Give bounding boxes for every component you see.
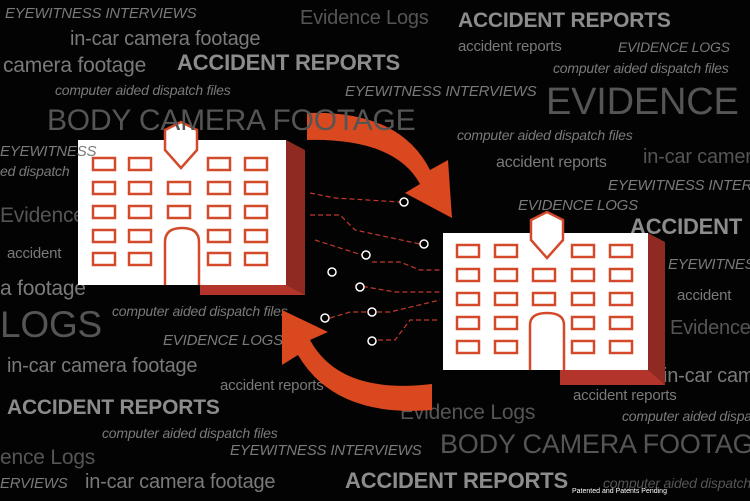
word: Evidence Logs (300, 7, 429, 29)
arrow-right-icon (307, 112, 452, 218)
word: in-car camera footage (7, 355, 198, 377)
right-building-icon (443, 210, 665, 385)
word: EVIDENCE LOGS (618, 39, 730, 55)
word: EYEWITNESS INTERVIEWS (230, 442, 422, 459)
word: ACCIDENT (630, 214, 743, 239)
word: EYEWITNESS INTERVIEWS (608, 177, 750, 194)
word: BODY CAMERA FOOTAGE (440, 429, 750, 459)
word: EYEWITNESS INTERVIEWS (345, 83, 537, 100)
word: ACCIDENT REPORTS (345, 468, 568, 493)
word: EVIDENCE (546, 81, 739, 123)
word: EVIDENCE LOGS (163, 332, 283, 349)
word: accident (677, 287, 732, 304)
word: computer aided dispatch files (553, 60, 729, 76)
word: Evidence Logs (400, 401, 536, 424)
word: EYEWITNESS (668, 256, 750, 273)
word: accident reports (573, 387, 677, 404)
word: in-car camera (663, 365, 750, 387)
data-node-icons (320, 197, 429, 346)
word: accident (7, 245, 62, 262)
word: ACCIDENT REPORTS (458, 9, 671, 32)
word: in-car camera footage (70, 28, 261, 50)
word: computer aided dispatch files (112, 303, 288, 319)
word: accident reports (496, 154, 607, 171)
word: EVIDENCE LOGS (518, 197, 638, 214)
arrow-left-icon (282, 310, 432, 411)
word: computer aided dispatch files (102, 425, 278, 441)
word: accident reports (458, 38, 562, 55)
word: ACCIDENT REPORTS (177, 50, 400, 75)
patent-notice: Patented and Patents Pending (572, 488, 667, 495)
word: ed dispatch (0, 163, 70, 179)
word: ACCIDENT REPORTS (7, 396, 220, 419)
word: Evidence (0, 204, 85, 227)
left-building-icon (78, 120, 305, 295)
word: ence Logs (0, 446, 96, 469)
word: a footage (0, 277, 86, 300)
word: accident reports (220, 377, 324, 394)
word: EYEWITNESS INTERVIEWS (5, 5, 197, 22)
word: computer aided dispatch files (457, 127, 633, 143)
word: in-car camera (643, 146, 750, 168)
word: ERVIEWS (0, 475, 68, 492)
word: Evidence (670, 317, 750, 339)
word: EYEWITNESS (0, 143, 97, 160)
word: computer aided dispatch files (55, 82, 231, 98)
word: LOGS (0, 304, 103, 345)
word: computer aided dispatch (603, 475, 750, 491)
word: computer aided dispatch files (622, 408, 750, 424)
word: camera footage (3, 54, 147, 77)
word: BODY CAMERA FOOTAGE (47, 104, 416, 137)
word: in-car camera footage (85, 471, 276, 493)
